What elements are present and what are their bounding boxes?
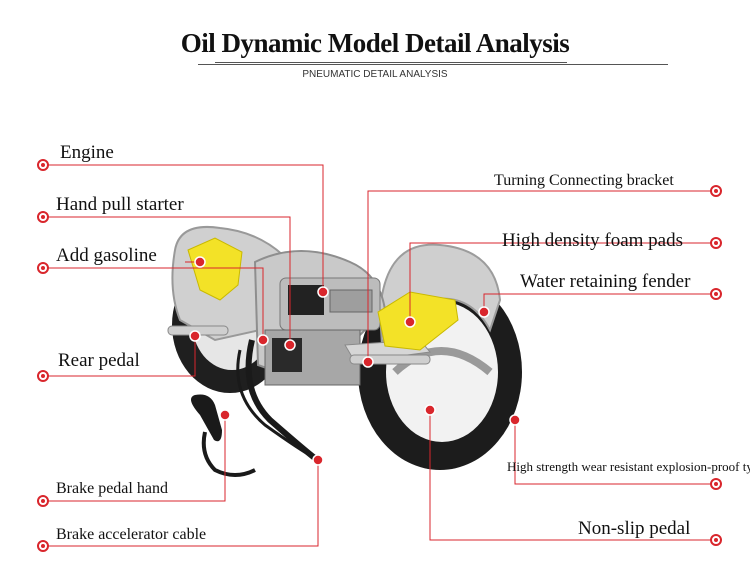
label-brake-pedal-hand: Brake pedal hand: [56, 480, 168, 497]
label-foam-pads: High density foam pads: [502, 230, 684, 251]
label-hand-pull-starter: Hand pull starter: [56, 194, 184, 215]
dot-cable: [37, 540, 49, 552]
label-add-gasoline: Add gasoline: [56, 245, 157, 266]
dot-engine: [37, 159, 49, 171]
engine-fins: [329, 289, 373, 313]
dot-non-slip: [710, 534, 722, 546]
label-turning-bracket: Turning Connecting bracket: [494, 172, 674, 189]
label-rear-pedal: Rear pedal: [58, 350, 140, 371]
label-tyres: High strength wear resistant explosion-p…: [507, 459, 750, 474]
dot-fender: [710, 288, 722, 300]
dot-gasoline: [37, 262, 49, 274]
title-underline: [215, 62, 567, 63]
dot-rear-pedal: [37, 370, 49, 382]
scooter-image: [167, 226, 522, 477]
dot-brake-hand: [37, 495, 49, 507]
dot-foam: [710, 237, 722, 249]
dot-hand-pull: [37, 211, 49, 223]
brake-handle: [191, 394, 222, 442]
callout-dots: [37, 159, 722, 552]
dot-bracket: [710, 185, 722, 197]
label-brake-accelerator-cable: Brake accelerator cable: [56, 526, 207, 543]
label-non-slip-pedal: Non-slip pedal: [578, 518, 691, 539]
dot-tyres: [710, 478, 722, 490]
front-peg: [349, 354, 431, 365]
label-engine: Engine: [60, 142, 114, 163]
label-fender: Water retaining fender: [520, 271, 691, 292]
page-subtitle: PNEUMATIC DETAIL ANALYSIS: [302, 69, 448, 80]
rear-foam-pad: [187, 237, 243, 301]
callout-lines: [43, 164, 716, 547]
title-underline-long: [198, 64, 668, 65]
page-title: Oil Dynamic Model Detail Analysis: [180, 28, 570, 58]
